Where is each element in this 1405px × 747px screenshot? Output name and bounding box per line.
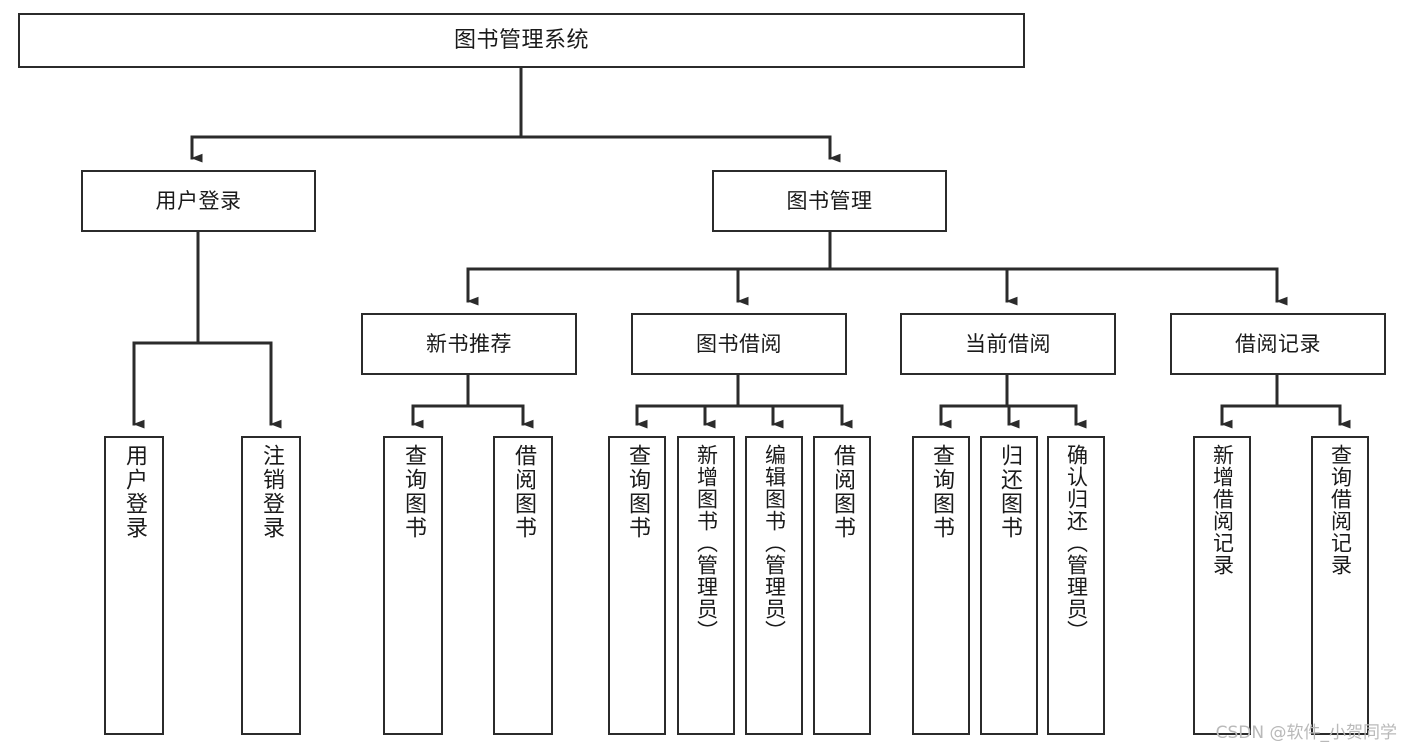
node-label: 图书管理 bbox=[786, 188, 873, 213]
node-book-borrow[interactable]: 图书借阅 bbox=[631, 313, 847, 375]
node-label: 借阅记录 bbox=[1235, 331, 1321, 356]
node-label: 用户登录 bbox=[155, 188, 242, 213]
node-label: 查询借阅记录 bbox=[1328, 444, 1353, 576]
leaf-new-book-query[interactable]: 查询图书 bbox=[383, 436, 443, 735]
node-book-management[interactable]: 图书管理 bbox=[712, 170, 947, 232]
node-root-system[interactable]: 图书管理系统 bbox=[18, 13, 1025, 68]
node-label: 查询图书 bbox=[929, 444, 954, 540]
node-label: 新增图书（管理员） bbox=[694, 444, 719, 642]
node-label: 新增借阅记录 bbox=[1210, 444, 1235, 576]
leaf-new-book-borrow[interactable]: 借阅图书 bbox=[493, 436, 553, 735]
leaf-user-login-login[interactable]: 用户登录 bbox=[104, 436, 164, 735]
leaf-current-borrow-return[interactable]: 归还图书 bbox=[980, 436, 1038, 735]
node-label: 图书管理系统 bbox=[453, 27, 589, 53]
leaf-book-borrow-borrow[interactable]: 借阅图书 bbox=[813, 436, 871, 735]
node-user-login[interactable]: 用户登录 bbox=[81, 170, 316, 232]
leaf-user-login-logout[interactable]: 注销登录 bbox=[241, 436, 301, 735]
node-label: 借阅图书 bbox=[830, 444, 855, 540]
node-current-borrow[interactable]: 当前借阅 bbox=[900, 313, 1116, 375]
leaf-borrow-record-query[interactable]: 查询借阅记录 bbox=[1311, 436, 1369, 735]
leaf-book-borrow-edit[interactable]: 编辑图书（管理员） bbox=[745, 436, 803, 735]
node-new-book-recommend[interactable]: 新书推荐 bbox=[361, 313, 577, 375]
node-label: 确认归还（管理员） bbox=[1064, 444, 1089, 642]
node-label: 注销登录 bbox=[259, 444, 284, 540]
node-label: 图书借阅 bbox=[696, 331, 782, 356]
leaf-current-borrow-confirm[interactable]: 确认归还（管理员） bbox=[1047, 436, 1105, 735]
node-label: 借阅图书 bbox=[511, 444, 536, 540]
node-borrow-record[interactable]: 借阅记录 bbox=[1170, 313, 1386, 375]
node-label: 查询图书 bbox=[401, 444, 426, 540]
leaf-current-borrow-query[interactable]: 查询图书 bbox=[912, 436, 970, 735]
node-label: 当前借阅 bbox=[965, 331, 1051, 356]
leaf-book-borrow-query[interactable]: 查询图书 bbox=[608, 436, 666, 735]
leaf-book-borrow-add[interactable]: 新增图书（管理员） bbox=[677, 436, 735, 735]
node-label: 编辑图书（管理员） bbox=[762, 444, 787, 642]
node-label: 用户登录 bbox=[122, 444, 147, 540]
node-label: 归还图书 bbox=[997, 444, 1022, 540]
leaf-borrow-record-add[interactable]: 新增借阅记录 bbox=[1193, 436, 1251, 735]
node-label: 查询图书 bbox=[625, 444, 650, 540]
node-label: 新书推荐 bbox=[426, 331, 512, 356]
watermark-text: CSDN @软件_小贺同学 bbox=[1215, 723, 1397, 743]
